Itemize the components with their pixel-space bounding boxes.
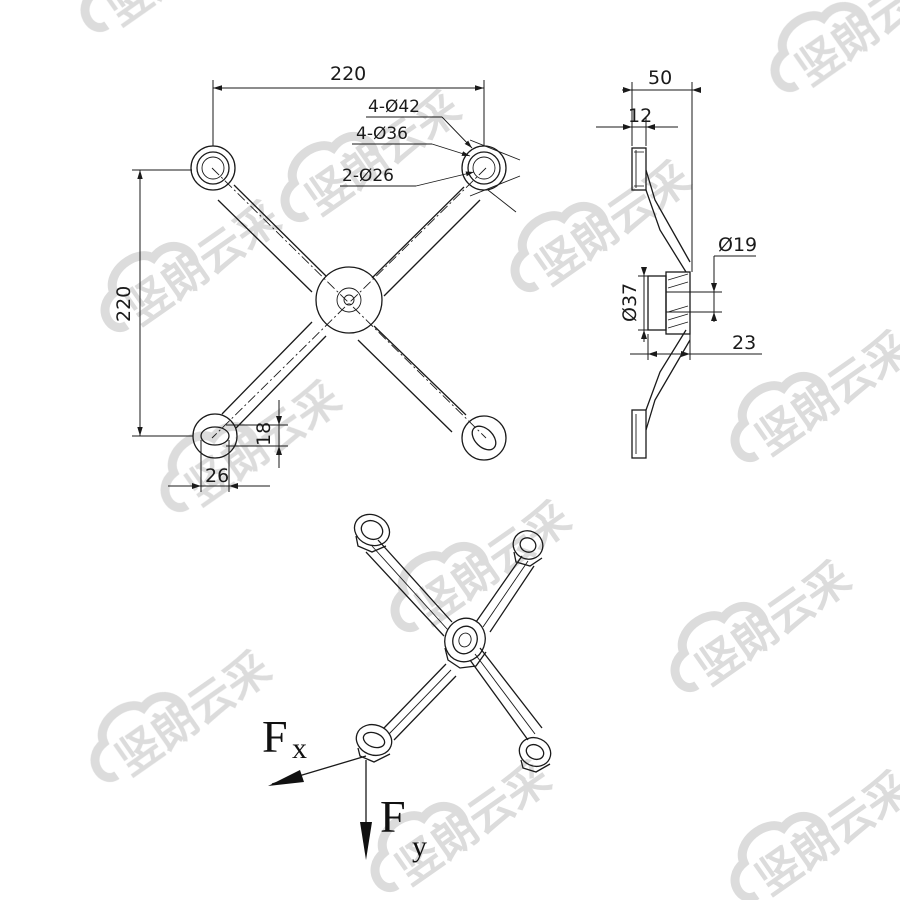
force-x-subscript: x	[292, 732, 307, 765]
callout-inner-diameter: 2-Ø26	[342, 166, 394, 186]
force-y-arrowhead	[360, 822, 372, 860]
iso-hole-bottom-left	[355, 723, 393, 763]
iso-view: F x F y	[262, 513, 552, 863]
callout-outer-diameter: 4-Ø42	[368, 97, 420, 117]
force-x-arrowhead	[268, 770, 304, 786]
slot-width-dimension: 26	[205, 465, 229, 487]
depth-dimension: 50	[648, 67, 672, 89]
height-dimension: 220	[113, 286, 135, 322]
boss-diameter-dimension: Ø37	[619, 283, 641, 322]
callout-mid-diameter: 4-Ø36	[356, 124, 408, 144]
bolt-diameter-dimension: Ø19	[718, 234, 757, 256]
force-y-subscript: y	[412, 830, 427, 863]
boss-height-dimension: 23	[732, 332, 756, 354]
top-view: 220 220 4-Ø42 4-Ø36 2-Ø26 26 18	[113, 63, 521, 492]
slot-height-dimension: 18	[253, 422, 275, 446]
iso-hole-top-left	[353, 513, 391, 553]
boss-hatch	[667, 273, 689, 329]
force-x-label: F	[262, 711, 288, 762]
force-y-label: F	[380, 791, 406, 842]
width-dimension: 220	[330, 63, 366, 85]
hole-bottom-right	[461, 415, 507, 461]
iso-hole-bottom-right	[518, 736, 552, 773]
plate-thickness-dimension: 12	[628, 105, 652, 127]
side-view: 50 12 Ø19 Ø37 23	[596, 67, 762, 459]
iso-hole-top-right	[512, 530, 544, 567]
